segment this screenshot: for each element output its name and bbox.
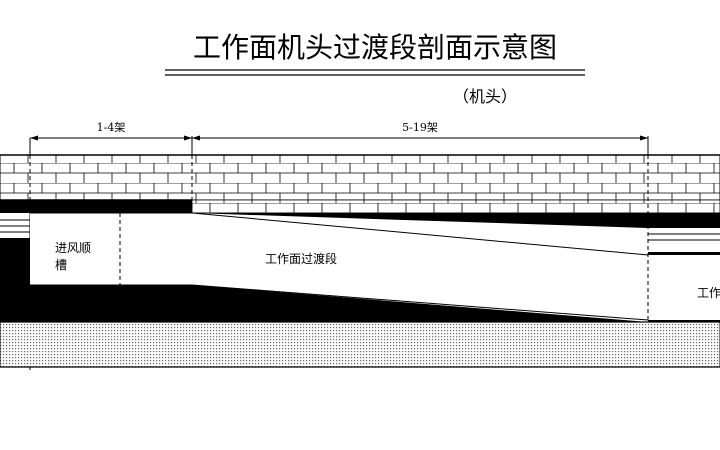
coal-mass-lower: [0, 238, 648, 322]
diagram-subtitle: （机头）: [453, 87, 517, 106]
coal-band-upper-left: [0, 200, 192, 213]
dimension-label-1-4: 1-4架: [97, 121, 126, 134]
inlet-label-line2: 槽: [55, 258, 67, 272]
transition-label: 工作面过渡段: [265, 251, 337, 266]
diagram-title: 工作面机头过渡段剖面示意图: [193, 31, 557, 64]
floor-stratum: [0, 321, 720, 368]
face-label: 工作: [697, 286, 720, 300]
coal-band-upper-wedge: [192, 213, 720, 228]
face-cut-region: [648, 255, 720, 320]
dimension-label-5-19: 5-19架: [402, 121, 438, 134]
inlet-label-line1: 进风顺: [55, 241, 91, 255]
transition-zone: [30, 213, 648, 320]
brick-roof-extension: [191, 199, 720, 214]
brick-roof-layer: [0, 154, 720, 201]
